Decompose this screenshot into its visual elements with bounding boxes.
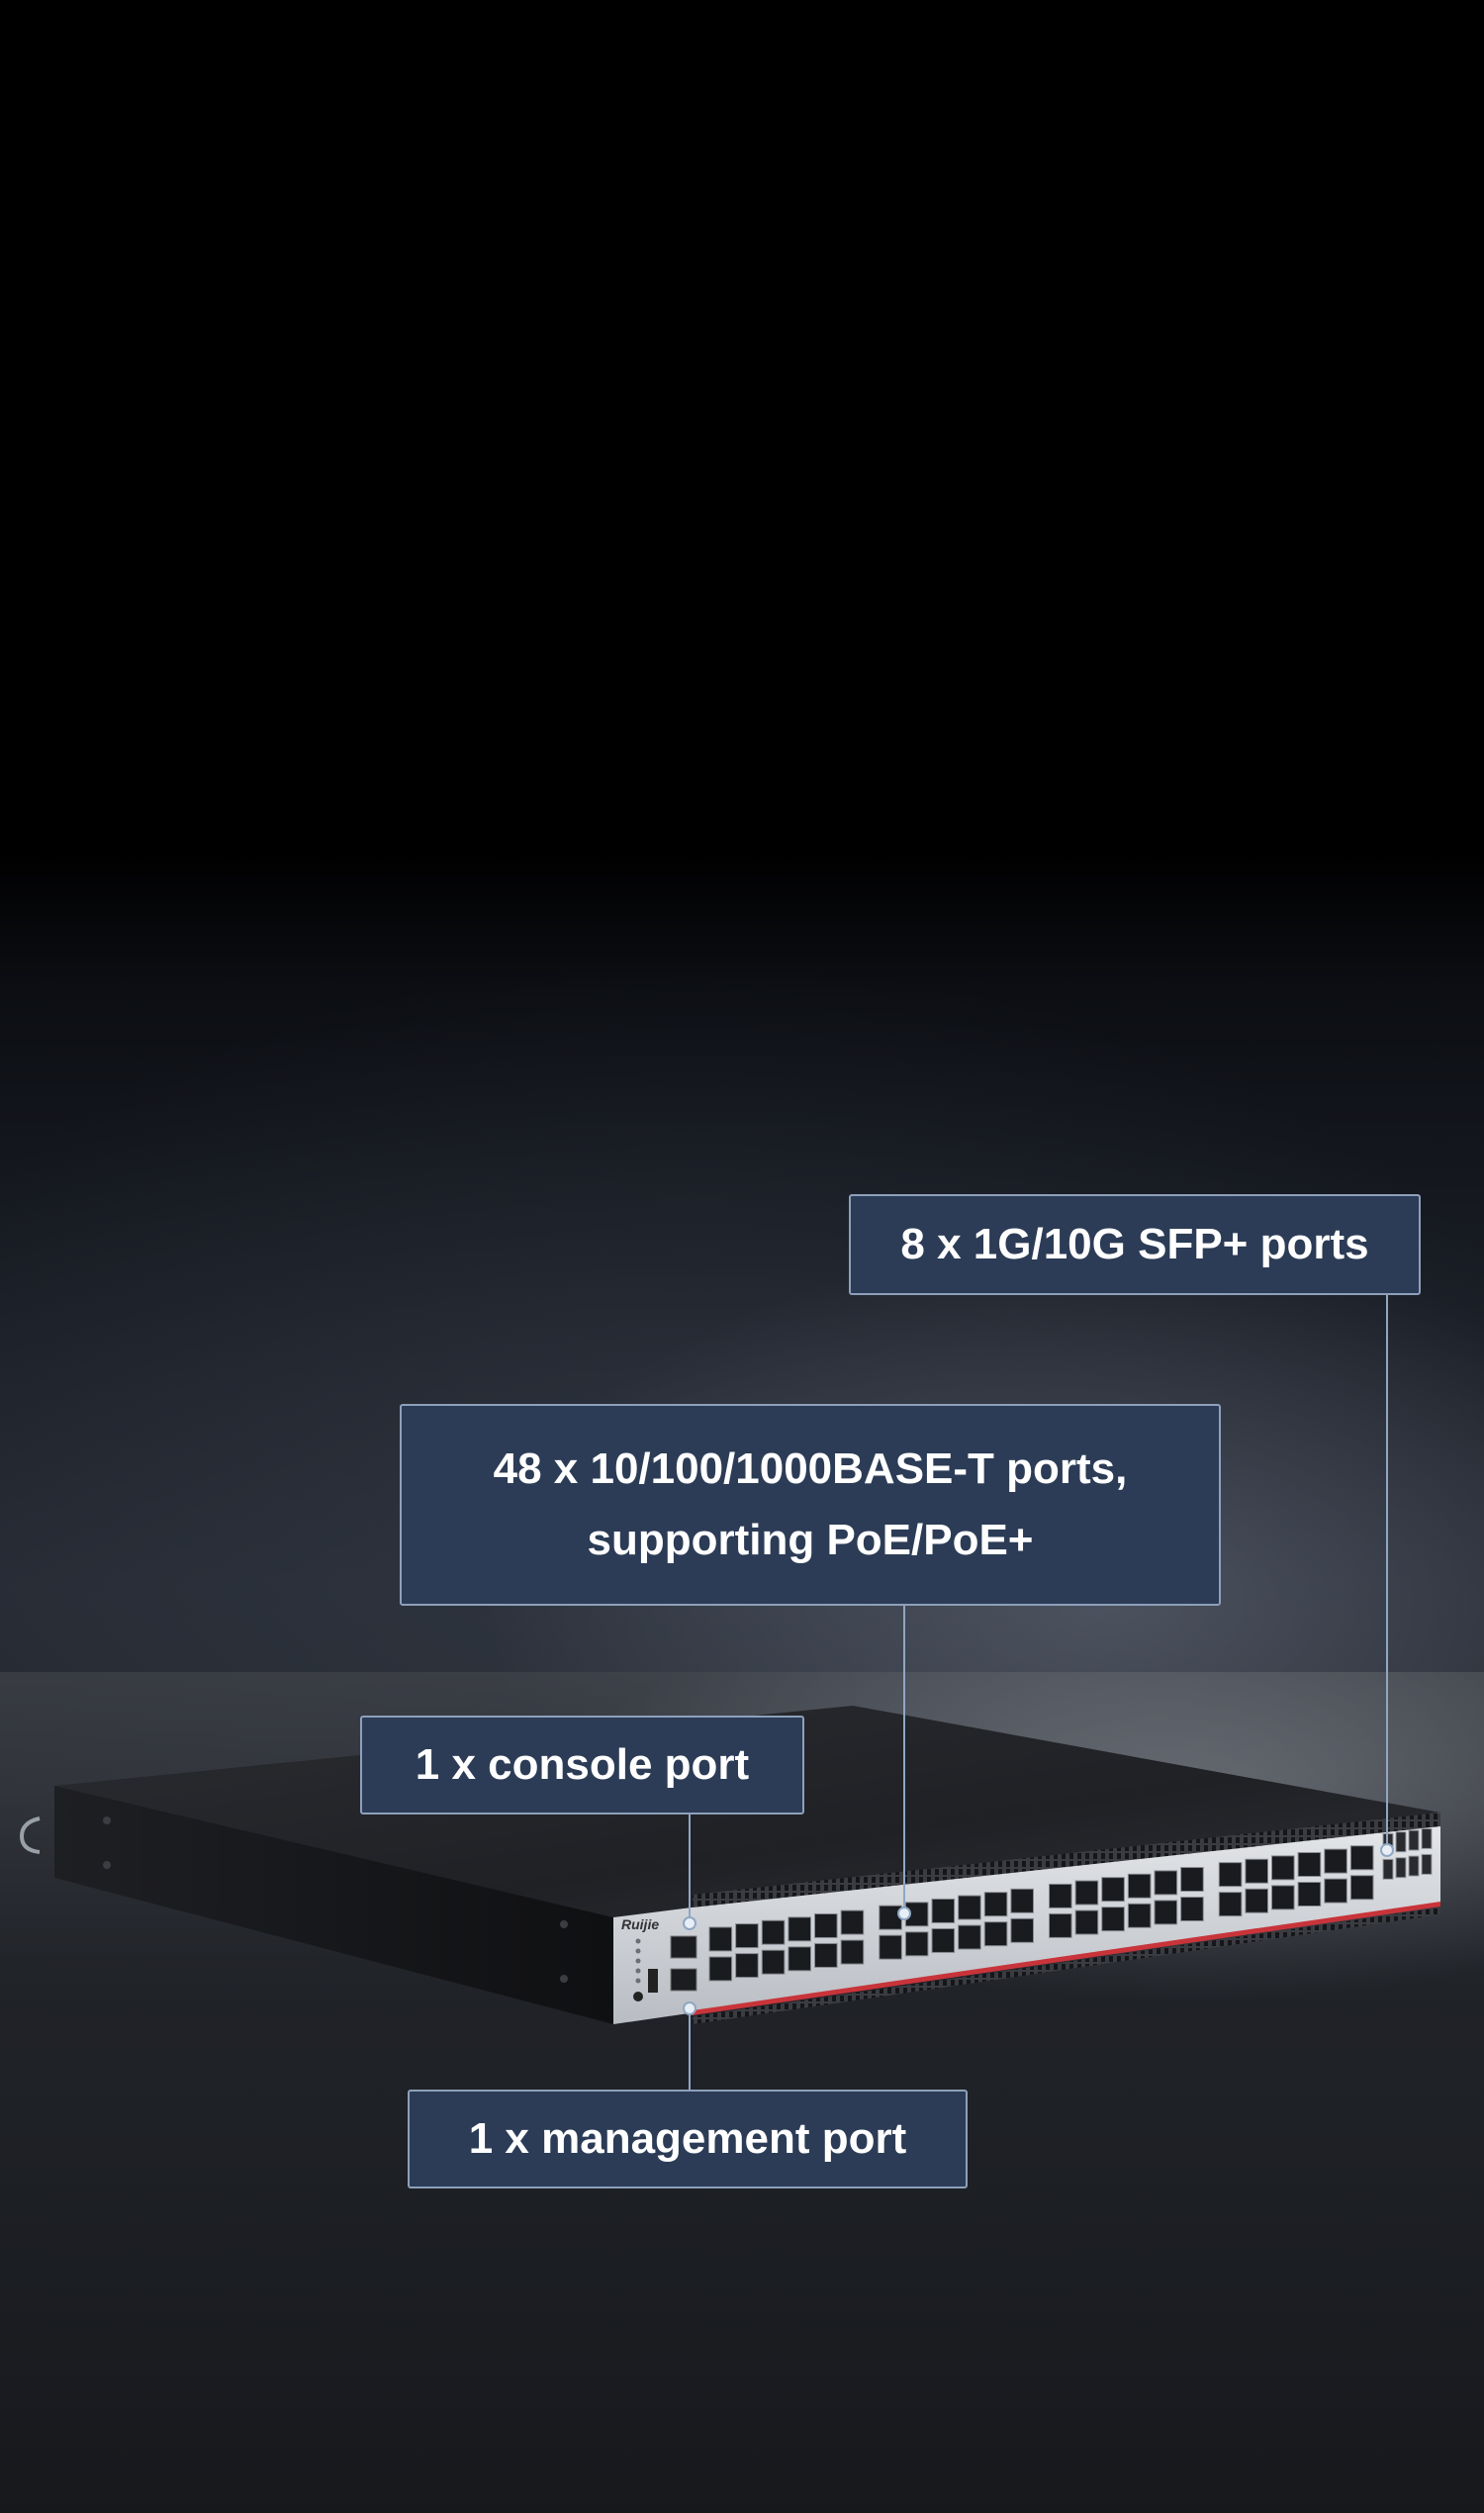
rj45-port: [814, 1942, 838, 1968]
management-port: [670, 1968, 697, 1992]
rj45-port: [761, 1919, 786, 1945]
side-screws: [103, 1816, 568, 1983]
rj45-port: [1218, 1862, 1243, 1888]
rj45-port: [1245, 1888, 1268, 1913]
rj45-port: [1245, 1858, 1268, 1884]
rj45-port: [1218, 1892, 1243, 1917]
rj45-port: [1324, 1848, 1347, 1874]
callout-dots: [683, 1843, 1394, 2015]
rj45-port: [1180, 1897, 1204, 1922]
rj45-port: [931, 1927, 956, 1953]
rj45-port: [1324, 1878, 1347, 1904]
status-leds: [635, 1938, 641, 1984]
rj45-port: [788, 1916, 811, 1942]
rj45-ports-callout: 48 x 10/100/1000BASE-T ports, supporting…: [400, 1404, 1221, 1606]
sfp-port: [1408, 1829, 1420, 1851]
sfp-port: [1421, 1853, 1433, 1875]
rj45-port: [958, 1924, 981, 1950]
rj45-port: [879, 1905, 902, 1930]
sfp-port: [1395, 1857, 1407, 1879]
rj45-port: [735, 1953, 759, 1979]
rj45-port: [1271, 1855, 1295, 1881]
rj45-port: [708, 1926, 733, 1952]
red-accent-line: [693, 1902, 1440, 2015]
mounting-ear: [19, 1816, 41, 1854]
rj45-port: [1049, 1883, 1072, 1908]
rj45-port: [840, 1939, 865, 1965]
console-port: [670, 1935, 697, 1959]
rj45-port: [1127, 1903, 1152, 1928]
rj45-port-bank: [708, 1845, 1374, 1982]
rj45-port: [983, 1892, 1008, 1917]
console-port-callout: 1 x console port: [360, 1716, 804, 1815]
rj45-port: [735, 1923, 759, 1949]
switch-side-panel: [54, 1786, 613, 2024]
rj45-port: [840, 1909, 865, 1935]
reset-button: [633, 1992, 643, 2001]
rj45-port: [904, 1931, 929, 1957]
rj45-port: [1349, 1875, 1374, 1901]
management-port-label: 1 x management port: [468, 2114, 907, 2163]
management-port-callout: 1 x management port: [408, 2090, 968, 2188]
rj45-port: [1127, 1873, 1152, 1899]
console-port-label: 1 x console port: [415, 1740, 750, 1789]
vent-strip-bottom: [693, 1908, 1440, 2024]
sfp-port: [1382, 1858, 1394, 1880]
brand-logo: Ruijie: [621, 1916, 659, 1932]
rj45-port: [1101, 1877, 1125, 1903]
rj45-port: [879, 1934, 902, 1960]
callout-lines: [689, 1295, 1388, 2090]
rj45-port: [1049, 1912, 1072, 1938]
rj45-port: [1074, 1909, 1099, 1935]
rj45-port: [1074, 1880, 1099, 1906]
rj45-port: [1010, 1888, 1034, 1913]
rj45-port: [788, 1946, 811, 1972]
rj45-ports-label-line2: supporting PoE/PoE+: [587, 1516, 1034, 1564]
sfp-port: [1421, 1827, 1433, 1849]
rj45-port: [761, 1949, 786, 1975]
rj45-port: [1271, 1885, 1295, 1910]
rj45-port: [983, 1921, 1008, 1947]
rj45-port: [958, 1895, 981, 1920]
rj45-port: [1101, 1907, 1125, 1932]
rj45-port: [1349, 1845, 1374, 1871]
vent-strip-top: [693, 1813, 1440, 1908]
rj45-port: [1154, 1870, 1178, 1896]
usb-slot: [648, 1969, 658, 1993]
rj45-port: [708, 1956, 733, 1982]
rj45-port: [814, 1912, 838, 1938]
sfp-ports-callout: 8 x 1G/10G SFP+ ports: [849, 1194, 1421, 1295]
sfp-port: [1408, 1855, 1420, 1877]
rj45-port: [1297, 1851, 1322, 1877]
rj45-port: [1010, 1917, 1034, 1943]
sfp-port: [1395, 1831, 1407, 1853]
rj45-port: [1297, 1881, 1322, 1907]
sfp-ports-label: 8 x 1G/10G SFP+ ports: [900, 1220, 1369, 1268]
rj45-ports-label-line1: 48 x 10/100/1000BASE-T ports,: [493, 1444, 1128, 1493]
rj45-port: [931, 1898, 956, 1923]
rj45-port: [1154, 1900, 1178, 1925]
rj45-port: [1180, 1867, 1204, 1893]
